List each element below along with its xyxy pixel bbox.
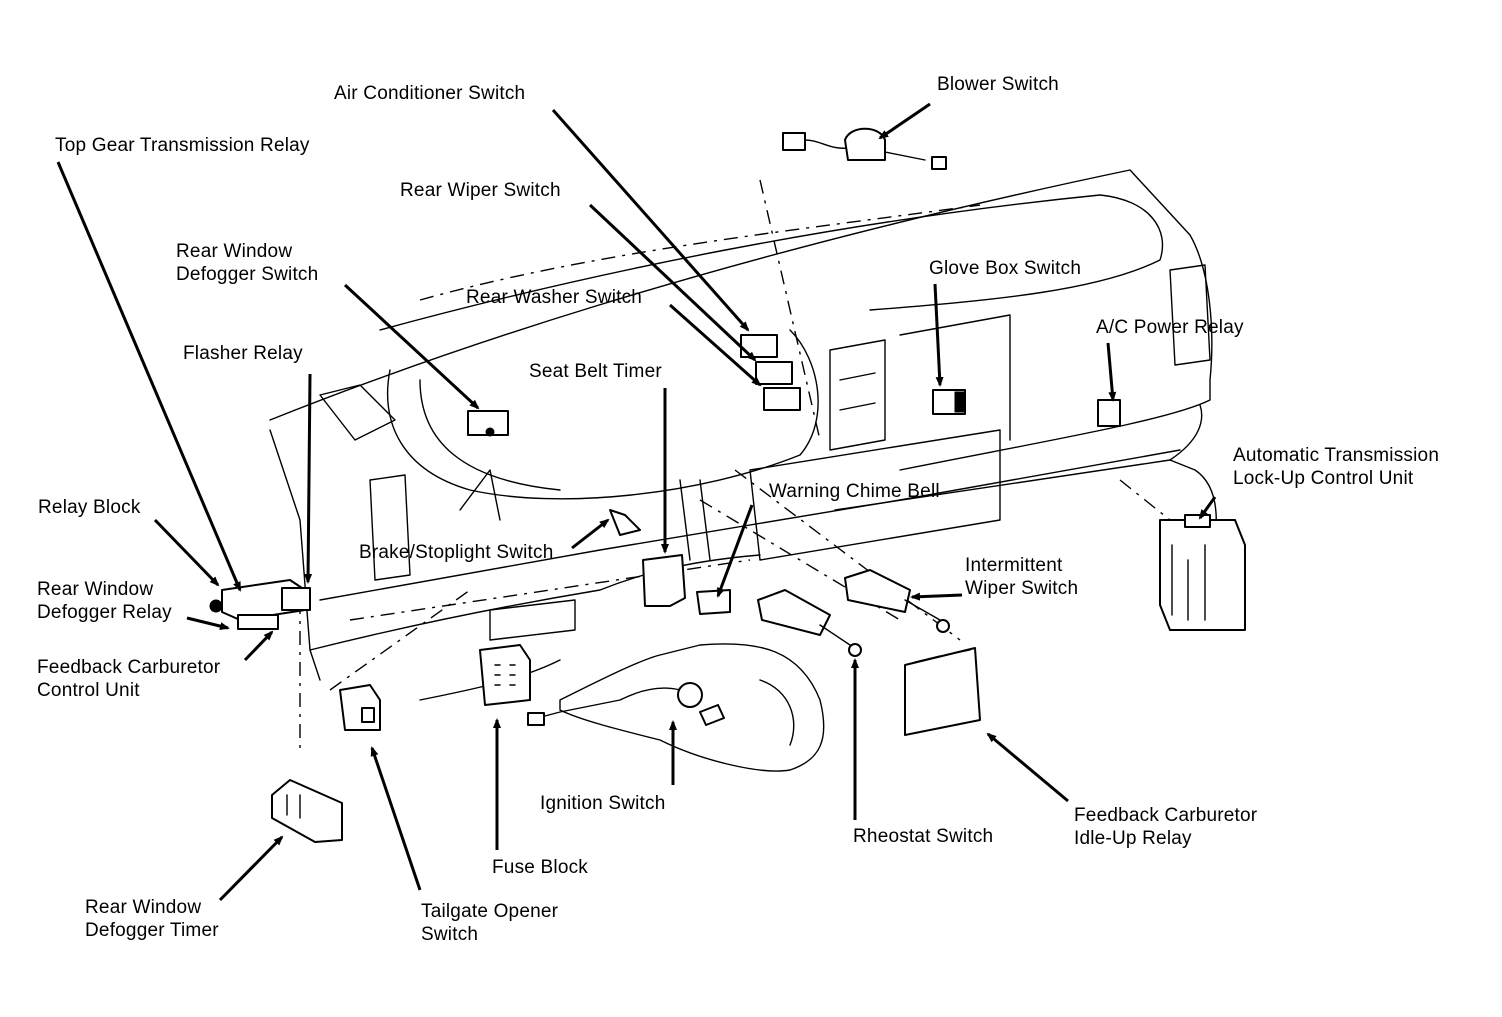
label-warning-chime-bell: Warning Chime Bell xyxy=(769,480,940,503)
glove-box-switch-part xyxy=(932,389,966,415)
defogger-timer-part xyxy=(271,779,343,843)
label-tailgate-opener-switch: Tailgate Opener Switch xyxy=(421,900,558,946)
label-rheostat-switch: Rheostat Switch xyxy=(853,825,993,848)
idle-up-relay-part xyxy=(904,647,981,736)
tailgate-switch-part xyxy=(339,684,381,731)
label-rear-window-defogger-relay: Rear Window Defogger Relay xyxy=(37,578,172,624)
label-ac-power-relay: A/C Power Relay xyxy=(1096,316,1244,339)
leader-lines xyxy=(56,102,1217,902)
label-line: Intermittent xyxy=(965,555,1063,576)
label-top-gear-transmission-relay: Top Gear Transmission Relay xyxy=(55,134,310,157)
label-line: Defogger Relay xyxy=(37,602,172,623)
label-line: Rheostat Switch xyxy=(853,826,994,847)
defogger-switch-part xyxy=(467,410,509,437)
label-line: Flasher Relay xyxy=(183,343,303,364)
label-line: Rear Washer Switch xyxy=(466,287,643,308)
label-line: Brake/Stoplight Switch xyxy=(359,542,554,563)
ac-switch-part xyxy=(740,334,801,411)
label-relay-block: Relay Block xyxy=(38,496,141,519)
label-line: Rear Window xyxy=(37,579,154,600)
label-flasher-relay: Flasher Relay xyxy=(183,342,303,365)
label-intermittent-wiper-switch: Intermittent Wiper Switch xyxy=(965,554,1078,600)
label-ignition-switch: Ignition Switch xyxy=(540,792,666,815)
label-line: Warning Chime Bell xyxy=(769,481,940,502)
label-line: Idle-Up Relay xyxy=(1074,828,1192,849)
label-line: Rear Window xyxy=(176,241,293,262)
label-line: Rear Window xyxy=(85,897,202,918)
label-line: Blower Switch xyxy=(937,74,1059,95)
label-line: Automatic Transmission xyxy=(1233,445,1440,466)
label-rear-washer-switch: Rear Washer Switch xyxy=(466,286,642,309)
label-blower-switch: Blower Switch xyxy=(937,73,1059,96)
label-feedback-carburetor-control-unit: Feedback Carburetor Control Unit xyxy=(37,656,220,702)
lockup-unit-part xyxy=(1159,514,1246,631)
label-rear-window-defogger-switch: Rear Window Defogger Switch xyxy=(176,240,318,286)
label-line: Seat Belt Timer xyxy=(529,361,662,382)
label-line: Tailgate Opener xyxy=(421,901,559,922)
relay-block-part xyxy=(209,579,311,630)
label-line: Defogger Timer xyxy=(85,920,219,941)
label-feedback-carburetor-idle-up-relay: Feedback Carburetor Idle-Up Relay xyxy=(1074,804,1257,850)
label-line: Glove Box Switch xyxy=(929,258,1082,279)
label-line: Ignition Switch xyxy=(540,793,666,814)
label-line: Wiper Switch xyxy=(965,578,1079,599)
label-line: Switch xyxy=(421,924,479,945)
blower-switch-part xyxy=(782,127,947,170)
label-rear-wiper-switch: Rear Wiper Switch xyxy=(400,179,561,202)
label-line: Feedback Carburetor xyxy=(37,657,221,678)
intermittent-switch-part xyxy=(844,569,950,633)
label-line: Air Conditioner Switch xyxy=(334,83,526,104)
label-glove-box-switch: Glove Box Switch xyxy=(929,257,1081,280)
label-line: Rear Wiper Switch xyxy=(400,180,561,201)
label-brake-stoplight-switch: Brake/Stoplight Switch xyxy=(359,541,554,564)
label-line: Relay Block xyxy=(38,497,141,518)
label-line: Fuse Block xyxy=(492,857,588,878)
steering-column xyxy=(527,643,825,772)
label-automatic-transmission-lockup: Automatic Transmission Lock-Up Control U… xyxy=(1233,444,1439,490)
label-seat-belt-timer: Seat Belt Timer xyxy=(529,360,662,383)
label-line: A/C Power Relay xyxy=(1096,317,1244,338)
rheostat-part xyxy=(757,589,862,657)
label-line: Lock-Up Control Unit xyxy=(1233,468,1414,489)
label-line: Control Unit xyxy=(37,680,140,701)
label-line: Feedback Carburetor xyxy=(1074,805,1258,826)
fuse-block-part xyxy=(479,644,531,706)
label-rear-window-defogger-timer: Rear Window Defogger Timer xyxy=(85,896,219,942)
ac-power-relay-part xyxy=(1097,399,1121,427)
label-line: Top Gear Transmission Relay xyxy=(55,135,310,156)
seat-belt-timer-part xyxy=(642,554,686,607)
brake-switch-part xyxy=(609,509,641,536)
chime-part xyxy=(696,589,731,615)
label-line: Defogger Switch xyxy=(176,264,319,285)
label-air-conditioner-switch: Air Conditioner Switch xyxy=(334,82,525,105)
label-fuse-block: Fuse Block xyxy=(492,856,588,879)
